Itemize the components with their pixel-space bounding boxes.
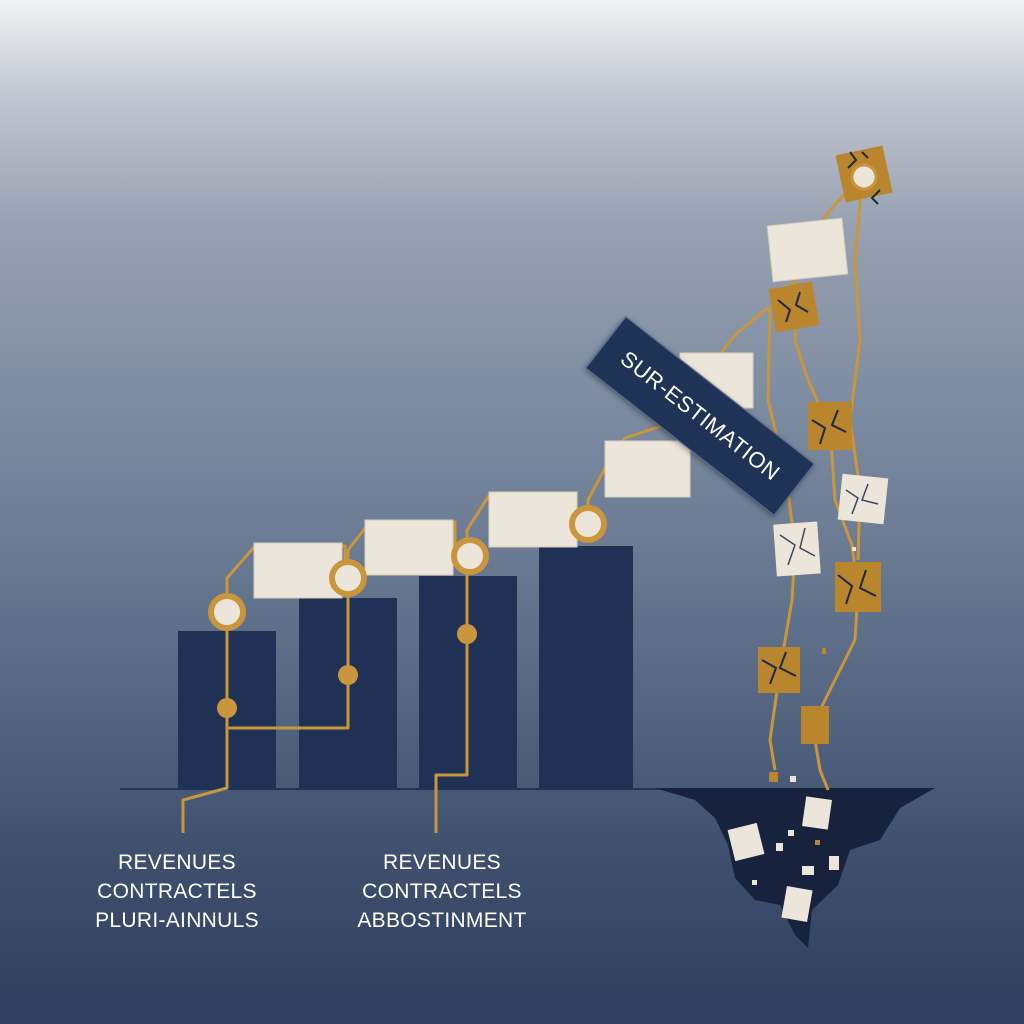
falling-debris [727,547,856,923]
cream-cracked-block-2 [773,521,821,577]
node-dot-1 [217,698,237,718]
caption-line: REVENUES [118,851,236,874]
gold-block-4 [758,647,800,693]
gold-block-2 [808,402,852,450]
node-ring-1 [208,593,246,631]
stair-blocks [253,217,849,599]
stair-block-2 [364,519,454,576]
caption-line: CONTRACTELS [362,880,522,903]
gold-block-top-node [850,163,878,191]
gold-block-3 [835,562,881,612]
node-ring-4 [569,505,607,543]
caption-subscription-contract-revenues: REVENUES CONTRACTELS ABBOSTINMENT [322,848,562,935]
stair-block-3 [488,491,578,548]
gold-block-1 [768,281,820,333]
cracked-gold-blocks [758,145,893,744]
node-ring-3 [451,537,489,575]
stair-block-4 [604,440,691,498]
bar-4 [539,546,633,789]
stair-block-1 [253,542,343,599]
gold-block-5 [801,706,829,744]
caption-line: ABBOSTINMENT [357,909,527,932]
circuit-nodes [208,505,607,718]
node-dot-3 [457,624,477,644]
caption-line: PLURI-AINNULS [95,909,259,932]
caption-line: REVENUES [383,851,501,874]
caption-multi-year-contract-revenues: REVENUES CONTRACTELS PLURI-AINNULS [57,848,297,935]
node-ring-2 [329,559,367,597]
collapse-pit [655,788,935,948]
node-dot-2 [338,665,358,685]
caption-line: CONTRACTELS [97,880,257,903]
stair-block-6 [766,217,849,283]
